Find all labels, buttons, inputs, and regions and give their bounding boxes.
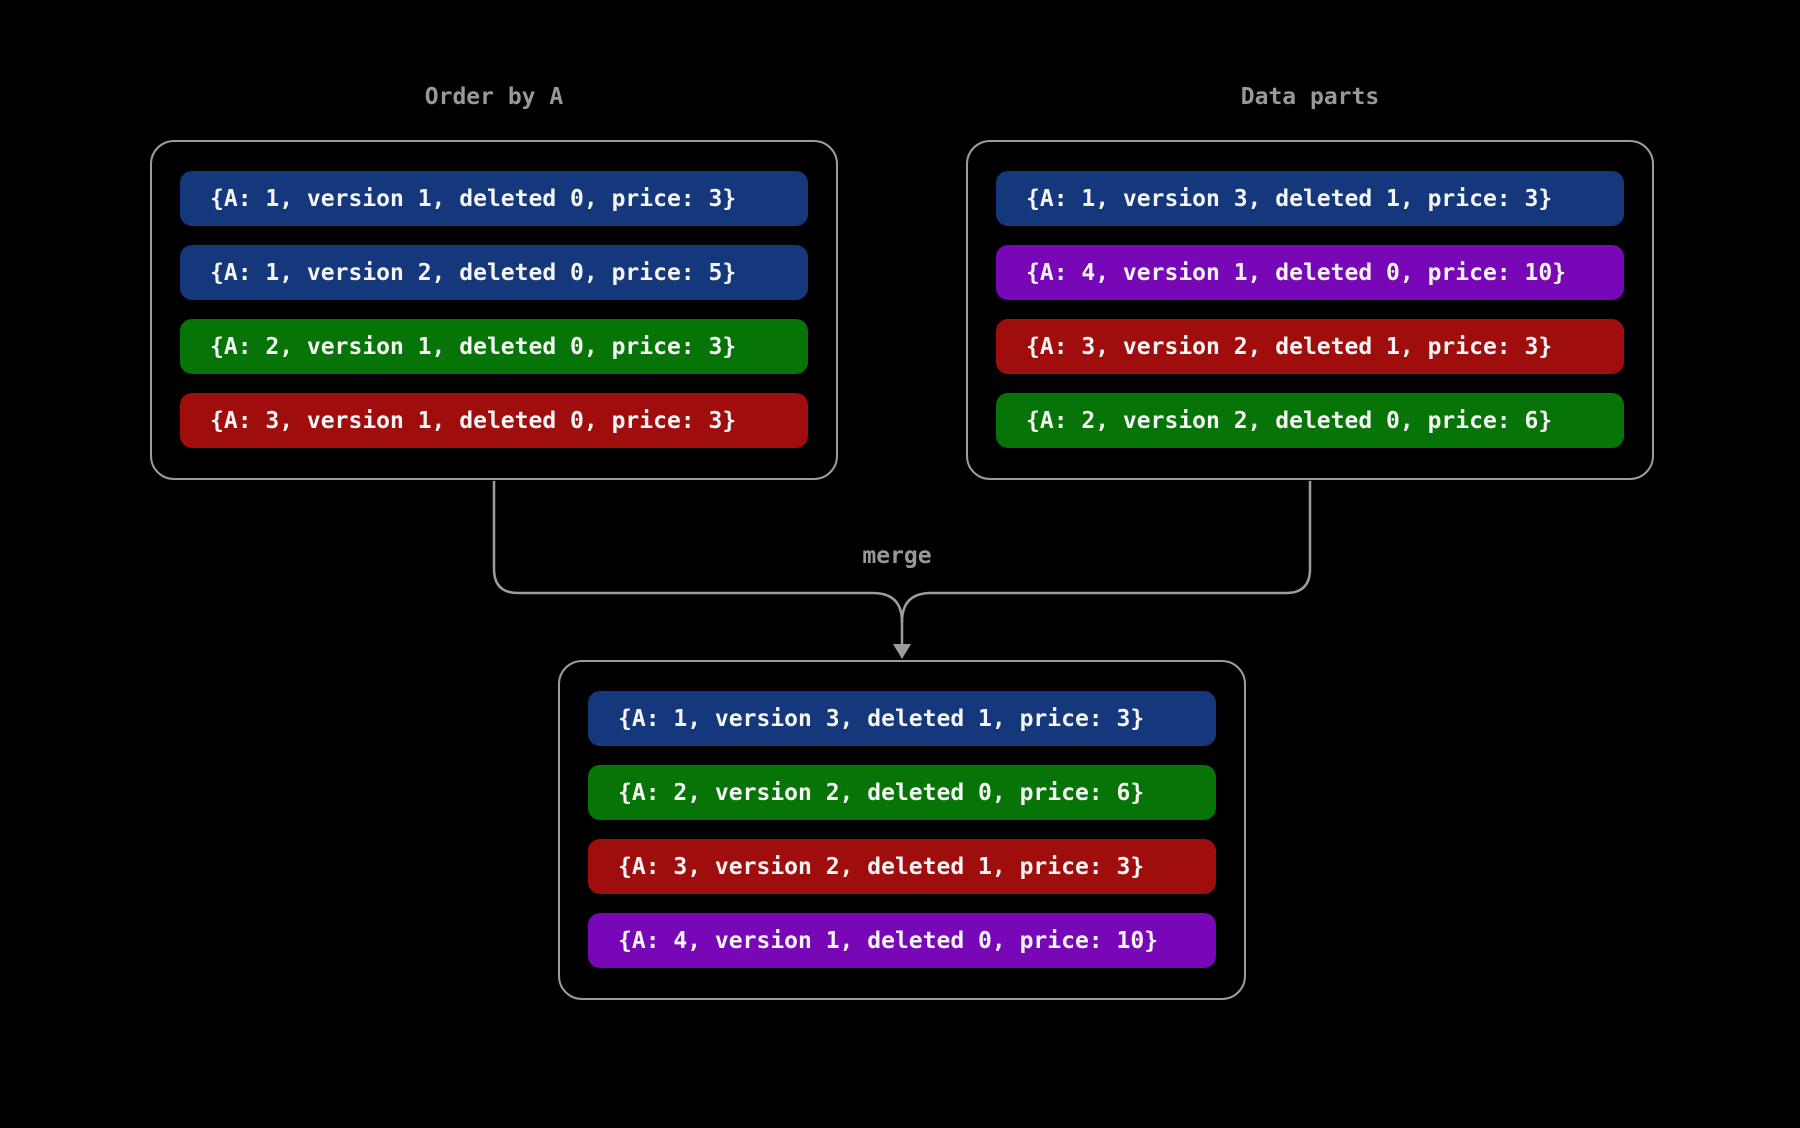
data-row: {A: 4, version 1, deleted 0, price: 10}	[996, 245, 1624, 300]
data-row: {A: 3, version 2, deleted 1, price: 3}	[588, 839, 1216, 894]
data-row: {A: 1, version 3, deleted 1, price: 3}	[588, 691, 1216, 746]
data-row: {A: 3, version 1, deleted 0, price: 3}	[180, 393, 808, 448]
data-parts-box: {A: 1, version 3, deleted 1, price: 3} {…	[966, 140, 1654, 480]
data-row: {A: 2, version 2, deleted 0, price: 6}	[588, 765, 1216, 820]
data-row: {A: 2, version 1, deleted 0, price: 3}	[180, 319, 808, 374]
data-row: {A: 4, version 1, deleted 0, price: 10}	[588, 913, 1216, 968]
order-by-a-box: {A: 1, version 1, deleted 0, price: 3} {…	[150, 140, 838, 480]
order-by-a-title: Order by A	[424, 84, 564, 110]
data-row: {A: 3, version 2, deleted 1, price: 3}	[996, 319, 1624, 374]
data-row: {A: 2, version 2, deleted 0, price: 6}	[996, 393, 1624, 448]
merge-label: merge	[862, 543, 932, 569]
data-row: {A: 1, version 3, deleted 1, price: 3}	[996, 171, 1624, 226]
data-row: {A: 1, version 2, deleted 0, price: 5}	[180, 245, 808, 300]
data-row: {A: 1, version 1, deleted 0, price: 3}	[180, 171, 808, 226]
merged-result-box: {A: 1, version 3, deleted 1, price: 3} {…	[558, 660, 1246, 1000]
data-parts-title: Data parts	[1240, 84, 1380, 110]
arrow-down-icon	[893, 644, 911, 659]
